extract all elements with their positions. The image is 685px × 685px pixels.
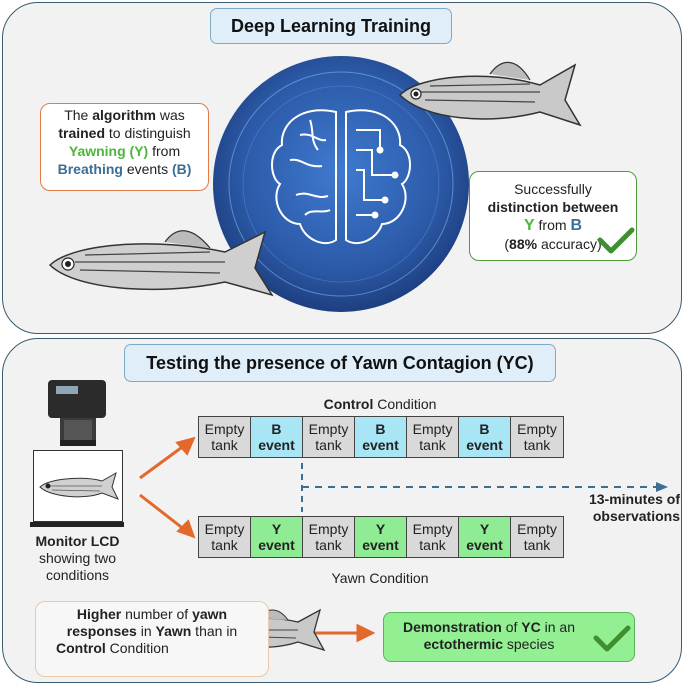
check-icon <box>597 227 635 254</box>
arrow-icon <box>139 436 376 643</box>
brain-circuit-icon <box>271 109 411 245</box>
training-title: Deep Learning Training <box>210 8 452 44</box>
brain-circle <box>213 56 469 312</box>
zebrafish-icon <box>398 61 582 127</box>
yawn-condition-label: Yawn Condition <box>331 570 429 586</box>
algorithm-callout: The algorithm was trained to distinguish… <box>40 103 209 191</box>
monitor-screen <box>33 450 123 522</box>
zebrafish-icon <box>48 230 274 297</box>
testing-title: Testing the presence of Yawn Contagion (… <box>124 344 556 382</box>
monitor-caption: Monitor LCD showing two conditions <box>35 533 120 583</box>
success-callout: Successfully distinction between Y from … <box>469 171 637 261</box>
check-icon <box>593 625 631 652</box>
camera-icon <box>48 380 106 446</box>
control-condition-label: Control Condition <box>323 396 437 412</box>
result-callout: Higher number of yawn responses in Yawn … <box>35 601 269 677</box>
zebrafish-icon <box>39 471 120 500</box>
observation-label: 13-minutes of observations <box>588 491 680 524</box>
demonstration-callout: Demonstration of YC in an ectothermic sp… <box>383 612 635 662</box>
monitor-stand <box>30 522 124 527</box>
observation-arrow <box>301 463 668 512</box>
